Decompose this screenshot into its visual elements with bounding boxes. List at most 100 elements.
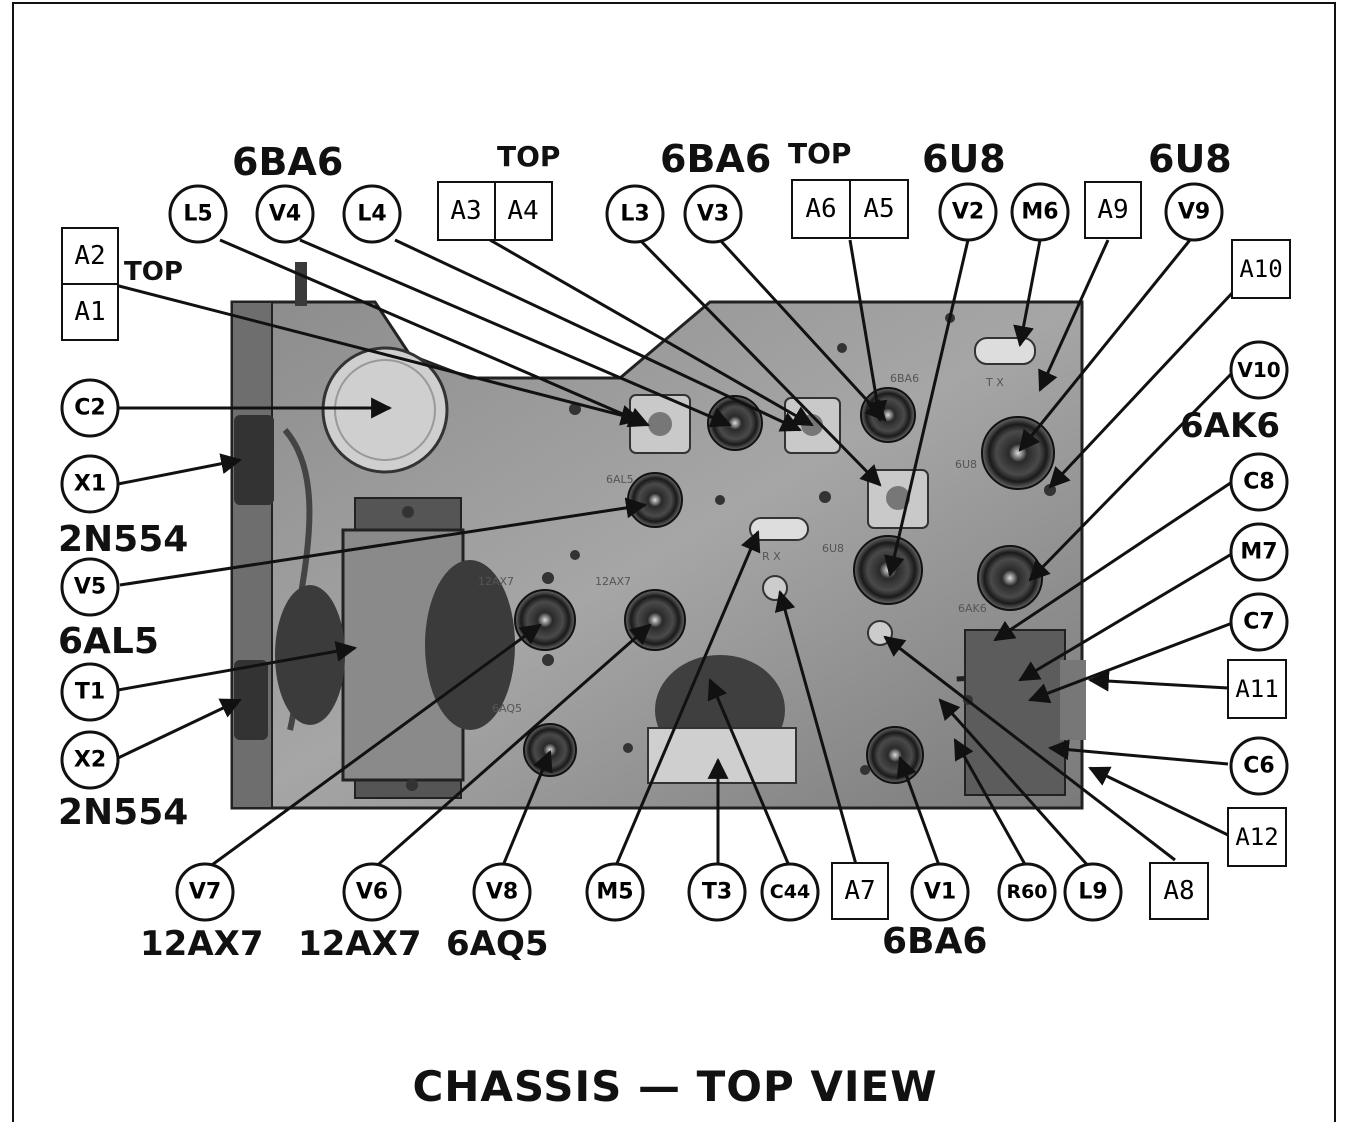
leader-a11 (1087, 670, 1229, 692)
leader-r60 (953, 738, 1029, 869)
svg-text:M7: M7 (1240, 540, 1277, 565)
stamp-6al5: 6AL5 (606, 473, 634, 486)
callout-t1: T1 (60, 662, 120, 722)
svg-text:V9: V9 (1178, 200, 1210, 225)
callout-m7: M7 (1229, 522, 1289, 582)
leader-l4 (394, 238, 802, 432)
stamp-6ak6: 6AK6 (958, 602, 987, 615)
leader-v5 (119, 497, 648, 587)
svg-text:A12: A12 (1235, 823, 1278, 851)
leader-m7 (1018, 550, 1236, 682)
tube-type-labels: 6BA6 6BA6 6U8 6U8 6AK6 2N554 6AL5 2N554 … (58, 137, 1280, 964)
a7-control (762, 575, 788, 601)
v3-socket (860, 387, 916, 443)
callout-m6: M6 (1010, 182, 1070, 242)
chassis-photo (230, 262, 1086, 810)
svg-text:A7: A7 (844, 876, 875, 906)
callout-v1: V1 (910, 862, 970, 922)
label-v7-type: 12AX7 (140, 924, 264, 964)
callout-a11: A11 (1227, 659, 1287, 719)
svg-text:C6: C6 (1243, 754, 1274, 779)
svg-text:A2: A2 (74, 241, 105, 271)
svg-text:C44: C44 (770, 881, 810, 903)
v5-socket (627, 472, 683, 528)
m6-lamp-window (974, 337, 1036, 365)
callout-v9: V9 (1164, 182, 1224, 242)
leader-x1 (117, 453, 243, 486)
callout-a9: A9 (1084, 181, 1142, 239)
svg-text:T3: T3 (702, 880, 732, 905)
label-v3-type: 6BA6 (660, 137, 771, 181)
callout-v10: V10 (1229, 340, 1289, 400)
stamp-6u8-lower: 6U8 (822, 542, 844, 555)
callout-l5: L5 (168, 184, 228, 244)
x1-transistor-mount (234, 415, 274, 505)
v1-socket (866, 726, 924, 784)
svg-text:C2: C2 (74, 396, 105, 421)
callout-a3: A3 (437, 181, 496, 241)
label-v5-type: 6AL5 (58, 621, 159, 662)
callout-l3: L3 (605, 184, 665, 244)
label-v8-type: 6AQ5 (446, 924, 549, 964)
leader-l9 (938, 698, 1092, 869)
stamp-rx: R X (762, 550, 781, 563)
svg-text:R60: R60 (1006, 881, 1047, 903)
leader-v6 (371, 623, 652, 872)
callout-v7: V7 (175, 862, 235, 922)
figure-caption: CHASSIS — TOP VIEW (412, 1062, 938, 1111)
svg-text:V1: V1 (924, 880, 956, 905)
stamp-tx: T X (985, 376, 1004, 389)
leader-m5 (613, 530, 761, 869)
callout-t3: T3 (687, 862, 747, 922)
label-v10-type: 6AK6 (1180, 406, 1280, 446)
leader-m6 (1013, 239, 1042, 348)
leader-a8 (883, 635, 1176, 862)
callout-x2: X2 (60, 730, 120, 790)
leader-v1 (896, 756, 942, 869)
leader-a10 (1048, 288, 1237, 489)
svg-text:X2: X2 (74, 748, 106, 773)
leader-c7 (1028, 620, 1236, 704)
leader-v4 (299, 238, 732, 428)
svg-text:A8: A8 (1163, 876, 1194, 906)
shaft (295, 262, 307, 306)
callout-c2: C2 (60, 378, 120, 438)
leader-a5 (848, 239, 888, 423)
callout-a5: A5 (849, 179, 909, 239)
stamp-12ax7-right: 12AX7 (595, 575, 631, 588)
circle-callouts: L5 V4 L4 L3 V3 V2 M6 V9 V10 C8 M7 C7 C6 … (60, 182, 1289, 922)
callout-c8: C8 (1229, 452, 1289, 512)
svg-text:V3: V3 (697, 202, 729, 227)
svg-text:V5: V5 (74, 575, 106, 600)
a1-a2-slug (648, 412, 672, 436)
stamp-6ba6: 6BA6 (890, 372, 919, 385)
mounting-screws (402, 313, 1056, 791)
leader-v3 (718, 238, 887, 422)
svg-text:V2: V2 (952, 200, 984, 225)
v9-socket (981, 416, 1055, 490)
callout-a2: A2 (61, 227, 119, 285)
callout-v5: V5 (60, 557, 120, 617)
callout-a4: A4 (494, 181, 553, 241)
label-v4-type: 6BA6 (232, 140, 343, 184)
m5-lamp-window (749, 517, 809, 541)
chassis-stamps: 6AL5 12AX7 12AX7 6AQ5 6BA6 6U8 6U8 6AK6 … (478, 372, 1004, 715)
svg-text:V8: V8 (486, 880, 518, 905)
label-top-a3a4: TOP (497, 140, 560, 173)
callout-a12: A12 (1227, 807, 1287, 867)
svg-text:V6: V6 (356, 880, 388, 905)
svg-text:A3: A3 (450, 196, 481, 226)
stamp-6u8-upper: 6U8 (955, 458, 977, 471)
callout-a8: A8 (1149, 862, 1209, 920)
leader-l3 (638, 238, 882, 487)
label-v9-type: 6U8 (1148, 137, 1232, 181)
callout-c6: C6 (1229, 736, 1289, 796)
a5-a6-slug (886, 486, 910, 510)
label-v1-type: 6BA6 (882, 921, 987, 962)
svg-text:L3: L3 (620, 202, 649, 227)
svg-text:A5: A5 (863, 194, 894, 224)
callout-a1: A1 (61, 283, 119, 341)
callout-a7: A7 (831, 862, 889, 920)
box-callouts: A2 A1 A3 A4 A6 A5 A9 A10 A11 A12 A7 A8 (61, 179, 1291, 920)
